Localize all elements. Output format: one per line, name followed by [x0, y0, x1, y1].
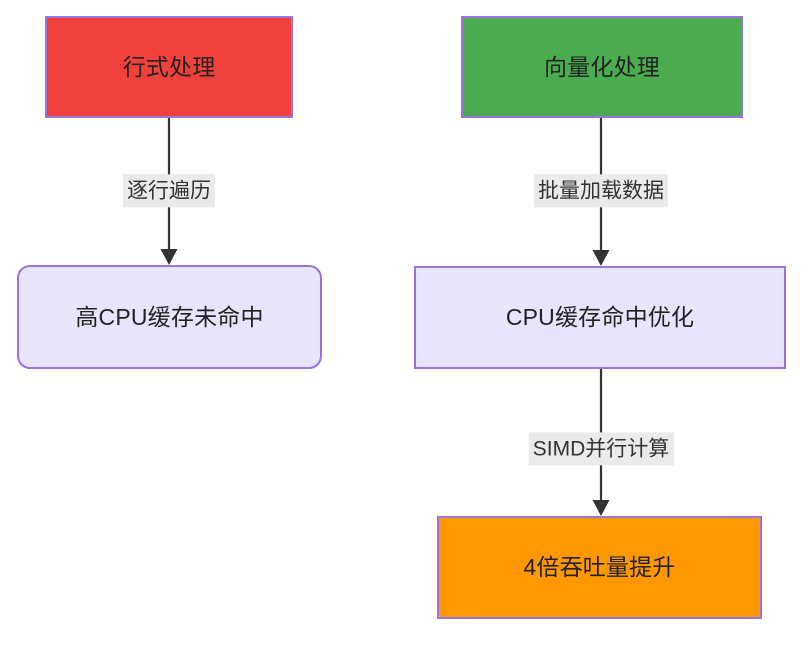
node-label: 向量化处理: [544, 53, 660, 80]
node-high-cpu-cache-miss[interactable]: 高CPU缓存未命中: [17, 265, 322, 369]
edge-label-simd-parallel: SIMD并行计算: [528, 432, 674, 466]
node-vectorized-processing[interactable]: 向量化处理: [461, 16, 743, 118]
node-label: 4倍吞吐量提升: [523, 554, 676, 581]
node-4x-throughput-gain[interactable]: 4倍吞吐量提升: [437, 516, 762, 619]
edge-label-row-traversal: 逐行遍历: [123, 174, 215, 208]
node-label: 高CPU缓存未命中: [75, 303, 264, 330]
node-label: CPU缓存命中优化: [505, 304, 695, 331]
node-label: 行式处理: [122, 53, 216, 80]
edge-label-batch-load: 批量加载数据: [534, 174, 668, 208]
node-cpu-cache-hit-optimization[interactable]: CPU缓存命中优化: [414, 266, 786, 369]
node-row-processing[interactable]: 行式处理: [45, 16, 293, 118]
